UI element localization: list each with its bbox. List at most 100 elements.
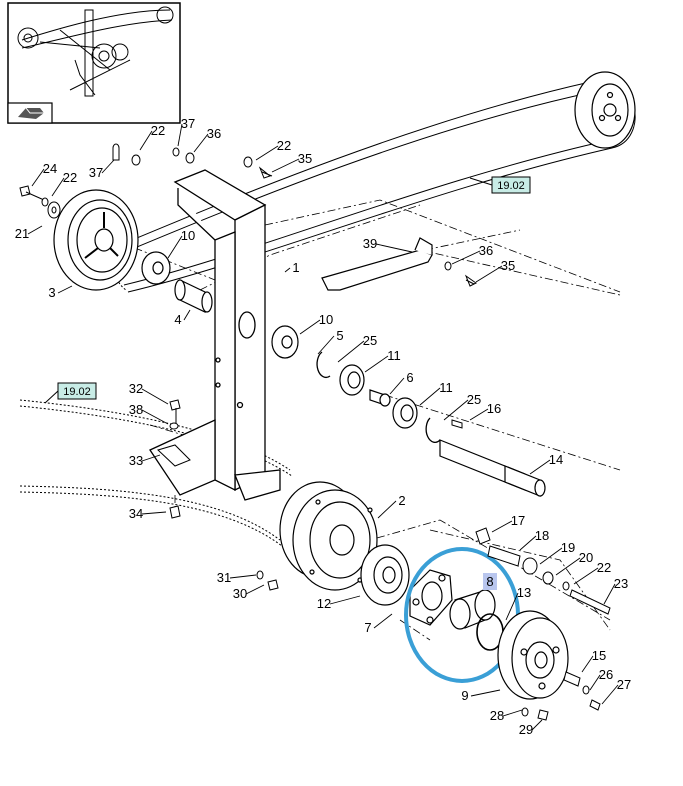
part-label-22[interactable]: 22 (63, 170, 77, 185)
part-label-2[interactable]: 2 (398, 493, 405, 508)
part-label-35[interactable]: 35 (298, 151, 312, 166)
leader-line-39 (375, 243, 413, 253)
leader-line-25 (443, 399, 469, 421)
thumbnail-overview[interactable] (7, 2, 181, 124)
leader-line-33 (141, 454, 161, 462)
leader-line-29 (531, 719, 543, 731)
part-label-25[interactable]: 25 (467, 392, 481, 407)
part-label-19[interactable]: 19 (561, 540, 575, 555)
upper-belt (114, 80, 636, 293)
leader-line-14 (529, 459, 551, 475)
part-label-22[interactable]: 22 (277, 138, 291, 153)
part-label-14[interactable]: 14 (549, 452, 563, 467)
part-label-37[interactable]: 37 (181, 116, 195, 131)
part-label-36[interactable]: 36 (207, 126, 221, 141)
leader-line-25 (337, 340, 365, 363)
leader-line-10 (167, 235, 183, 259)
spacer-part-10 (271, 325, 299, 359)
part-label-33[interactable]: 33 (129, 453, 143, 468)
part-label-32[interactable]: 32 (129, 381, 143, 396)
top-right-pulley (574, 71, 636, 149)
part-label-37[interactable]: 37 (89, 165, 103, 180)
leader-line-5 (317, 335, 335, 355)
part-label-20[interactable]: 20 (579, 550, 593, 565)
part-label-38[interactable]: 38 (129, 402, 143, 417)
ref-box-upper[interactable]: 19.02 (491, 176, 531, 194)
part-label-26[interactable]: 26 (599, 667, 613, 682)
bearing-part-11-b (392, 397, 418, 429)
leader-line-22 (573, 567, 599, 585)
part-label-27[interactable]: 27 (617, 677, 631, 692)
part-label-23[interactable]: 23 (614, 576, 628, 591)
leader-line-35 (271, 158, 300, 173)
leader-line-37 (177, 123, 183, 147)
highlight-label-bg (483, 573, 497, 590)
part-label-13[interactable]: 13 (517, 585, 531, 600)
part-label-24[interactable]: 24 (43, 161, 57, 176)
leader-line-22 (139, 130, 153, 151)
leader-line-20 (555, 557, 581, 576)
part-label-35[interactable]: 35 (501, 258, 515, 273)
part-label-39[interactable]: 39 (363, 236, 377, 251)
part-label-3[interactable]: 3 (48, 285, 55, 300)
part-label-6[interactable]: 6 (406, 370, 413, 385)
bushing-part-4 (174, 279, 213, 313)
part-label-31[interactable]: 31 (217, 570, 231, 585)
part-label-28[interactable]: 28 (490, 708, 504, 723)
part-label-25[interactable]: 25 (363, 333, 377, 348)
spacer-part-10-top (141, 251, 171, 285)
fasteners-32-38-33-34 (157, 399, 191, 519)
part-label-1[interactable]: 1 (292, 260, 299, 275)
leader-line-27 (601, 684, 619, 705)
snap-ring-part-25 (425, 417, 441, 443)
leader-line-16 (469, 408, 489, 421)
leader-line-37 (101, 159, 115, 174)
sleeve-part-6 (369, 389, 391, 407)
ref-box-lower[interactable]: 19.02 (57, 382, 97, 400)
part-label-11[interactable]: 11 (387, 348, 401, 363)
part-label-5[interactable]: 5 (336, 328, 343, 343)
leader-line-32 (141, 388, 169, 405)
part-label-29[interactable]: 29 (519, 722, 533, 737)
hardware-36-35-right (444, 261, 477, 287)
parts-30-31 (256, 570, 279, 591)
part-label-22[interactable]: 22 (151, 123, 165, 138)
leader-line-22 (51, 177, 65, 197)
leader-line-30 (245, 584, 265, 595)
part-label-9[interactable]: 9 (461, 688, 468, 703)
small-hardware-top (112, 143, 273, 179)
leader-line-24 (31, 168, 45, 187)
bolt-part-24 (19, 185, 61, 219)
part-label-34[interactable]: 34 (129, 506, 143, 521)
leader-line-1 (284, 267, 291, 273)
leader-line-22 (255, 145, 279, 161)
part-label-16[interactable]: 16 (487, 401, 501, 416)
leader-line-7 (373, 613, 393, 629)
part-label-10[interactable]: 10 (319, 312, 333, 327)
part-label-7[interactable]: 7 (364, 620, 371, 635)
part-label-36[interactable]: 36 (479, 243, 493, 258)
part-labels: 1234567910101111121314151617181920212222… (15, 116, 631, 737)
part-label-15[interactable]: 15 (592, 648, 606, 663)
leader-line-19 (539, 547, 563, 565)
part-label-17[interactable]: 17 (511, 513, 525, 528)
leader-line-13 (505, 592, 519, 621)
part-label-30[interactable]: 30 (233, 586, 247, 601)
pulley-part-3 (53, 189, 139, 291)
part-label-21[interactable]: 21 (15, 226, 29, 241)
leader-line-34 (141, 511, 167, 515)
part-label-4[interactable]: 4 (174, 312, 181, 327)
part-label-18[interactable]: 18 (535, 528, 549, 543)
part-label-10[interactable]: 10 (181, 228, 195, 243)
leader-line-18 (519, 535, 537, 551)
leader-line-11 (419, 387, 441, 406)
shaft-part-14 (439, 439, 546, 497)
part-label-12[interactable]: 12 (317, 596, 331, 611)
part-label-22[interactable]: 22 (597, 560, 611, 575)
leader-line-38 (141, 409, 169, 425)
hub-part-7 (409, 569, 453, 626)
part-label-11[interactable]: 11 (439, 380, 453, 395)
highlight-label-8[interactable]: 8 (486, 574, 493, 589)
leader-line-4 (183, 309, 191, 321)
